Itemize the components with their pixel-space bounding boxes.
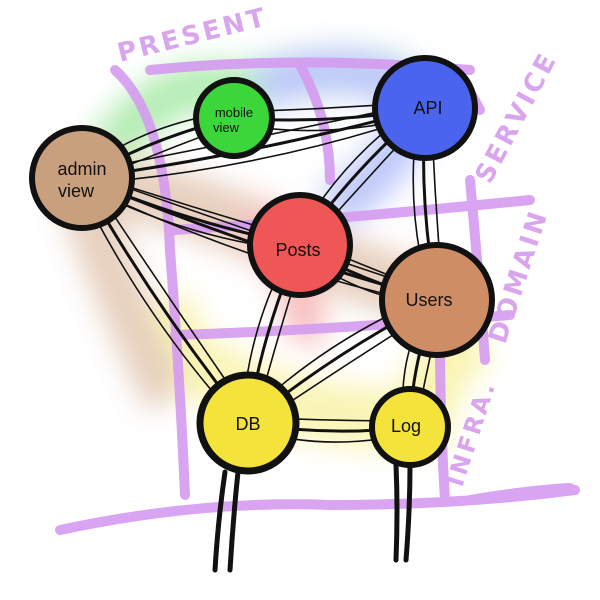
node-mobile-label-1: mobile	[215, 105, 253, 120]
layer-label-domain: DOMAIN	[483, 206, 555, 348]
node-mobile-circle	[193, 77, 275, 159]
node-api: API	[372, 55, 478, 161]
node-api-circle	[372, 55, 478, 161]
node-admin-label-1: admin	[57, 159, 106, 179]
node-users-label: Users	[405, 290, 452, 310]
node-log: Log	[369, 386, 451, 468]
node-users-circle	[379, 242, 495, 358]
node-db: DB	[196, 371, 300, 475]
db-stand-left	[212, 469, 228, 573]
layer-label-service: SERVICE	[470, 47, 564, 188]
node-stands	[212, 462, 413, 573]
db-stand-right	[227, 469, 241, 573]
node-posts: Posts	[247, 192, 353, 298]
node-admin: admin view	[29, 125, 135, 231]
node-mobile-label-2: view	[213, 120, 240, 135]
log-stand-left	[393, 462, 400, 563]
node-log-circle	[369, 386, 451, 468]
node-admin-circle	[29, 125, 135, 231]
node-posts-label: Posts	[275, 240, 320, 260]
node-posts-circle	[247, 192, 353, 298]
node-db-label: DB	[235, 414, 260, 434]
node-db-circle	[196, 371, 300, 475]
node-admin-label-2: view	[58, 181, 95, 201]
service-boundary-line	[295, 60, 335, 185]
log-stand-right	[403, 462, 413, 563]
node-mobile: mobile view	[193, 77, 275, 159]
node-users: Users	[379, 242, 495, 358]
bottom-boundary-line-2	[465, 483, 575, 505]
left-boundary-line	[110, 65, 190, 500]
node-api-label: API	[413, 98, 442, 118]
node-log-label: Log	[391, 416, 421, 436]
